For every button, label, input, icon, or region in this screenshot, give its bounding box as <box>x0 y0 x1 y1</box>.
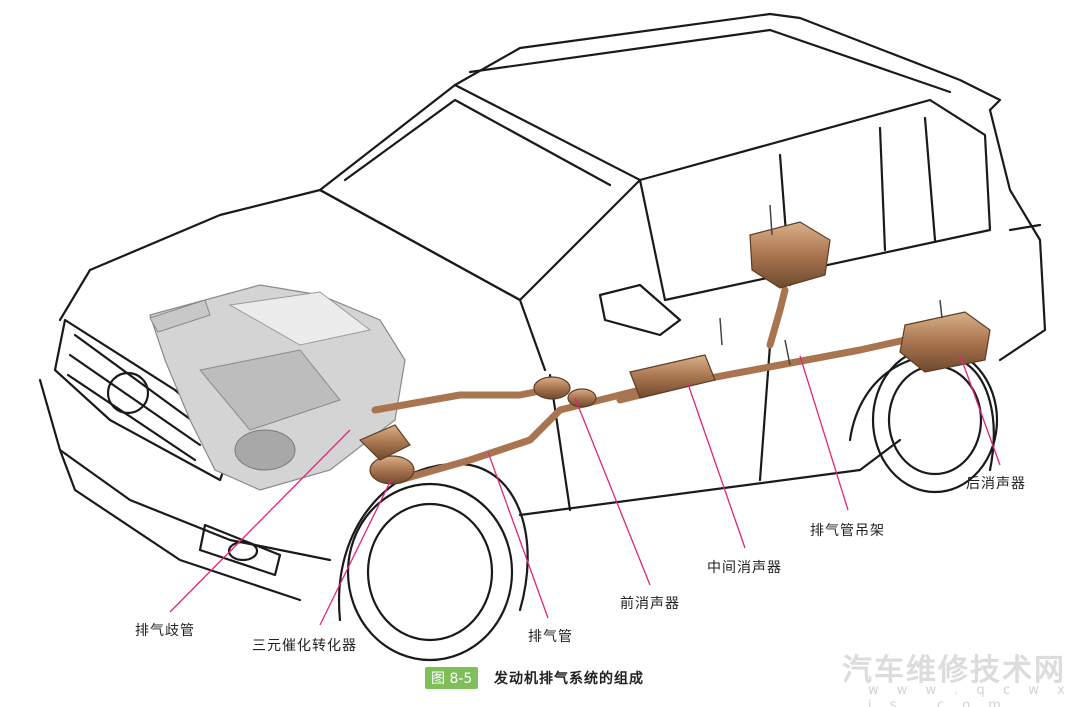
label-catalytic-converter: 三元催化转化器 <box>252 638 357 654</box>
label-pipe-hanger: 排气管吊架 <box>810 523 885 539</box>
figure-title: 发动机排气系统的组成 <box>494 671 644 687</box>
figure-number-badge: 图 8-5 <box>425 667 479 689</box>
callout-exhaust-pipe <box>487 451 549 619</box>
label-exhaust-pipe: 排气管 <box>528 629 573 645</box>
label-exhaust-manifold: 排气歧管 <box>135 623 195 639</box>
pipe-hangers <box>719 204 943 366</box>
callout-middle-muffler <box>687 383 746 549</box>
watermark-url: w w w . q c w x j s . c o m <box>868 683 1072 707</box>
label-front-muffler: 前消声器 <box>620 596 680 612</box>
exhaust-components <box>358 221 991 485</box>
label-middle-muffler: 中间消声器 <box>707 560 782 576</box>
callout-pipe-hanger <box>799 355 849 511</box>
engine-block <box>149 284 406 491</box>
watermark-text: 汽车维修技术网 <box>842 653 1066 688</box>
label-rear-muffler: 后消声器 <box>966 476 1026 492</box>
callout-rear-muffler <box>959 354 1001 466</box>
callout-front-muffler <box>574 397 651 586</box>
callout-catalytic-converter <box>319 477 393 626</box>
callout-lines <box>169 354 1001 626</box>
callout-exhaust-manifold <box>169 429 351 613</box>
